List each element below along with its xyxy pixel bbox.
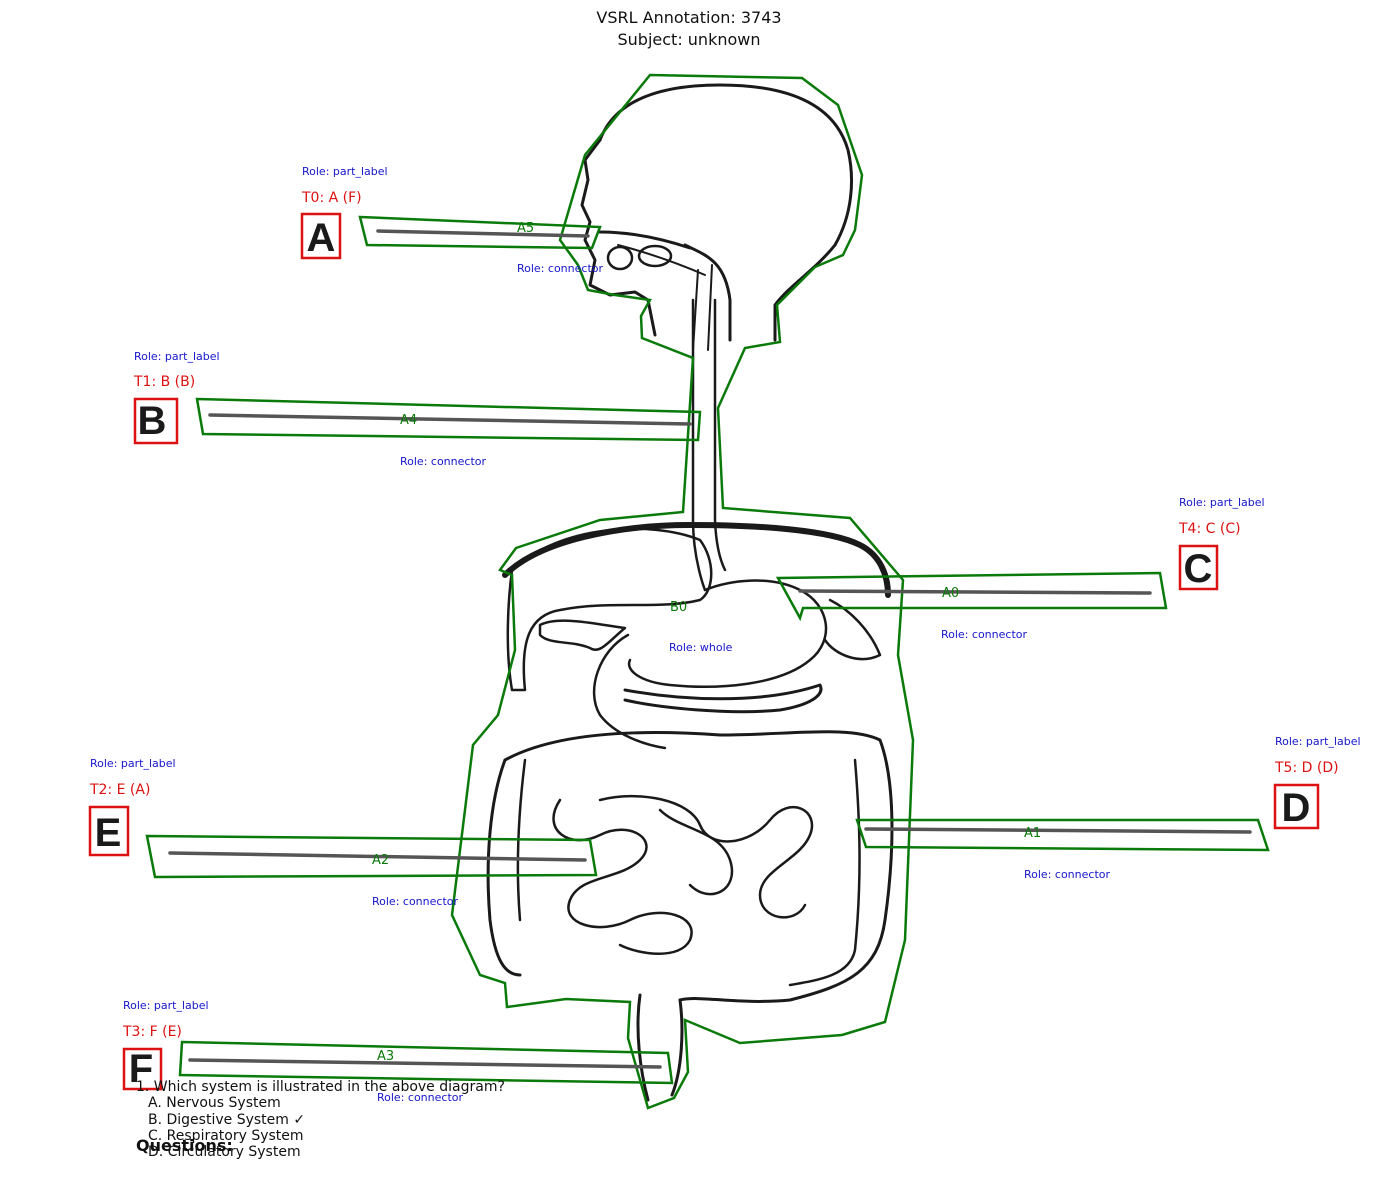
question-option-c: C. Respiratory System — [148, 1127, 304, 1144]
tonsil-right — [637, 244, 673, 268]
liver — [506, 527, 713, 692]
connector-id-a0: A0 — [942, 586, 959, 601]
large-intestine-inner — [516, 758, 861, 987]
whole-role-b0: Role: whole — [669, 641, 733, 654]
large-intestine — [486, 730, 894, 1003]
label-letter-e: E — [95, 811, 122, 855]
question-block: 1. Which system is illustrated in the ab… — [136, 1079, 505, 1160]
connector-id-a1: A1 — [1024, 826, 1041, 841]
connector-line-a2 — [168, 851, 587, 862]
connector-line-a4 — [208, 413, 692, 426]
connector-roles: Role: connector Role: connector Role: co… — [372, 262, 1110, 1104]
duodenum — [592, 633, 667, 750]
connector-role-a0: Role: connector — [941, 628, 1027, 641]
label-tag-t4: T4: C (C) — [1178, 521, 1241, 537]
rectum — [636, 993, 684, 1102]
connector-role-a5: Role: connector — [517, 262, 603, 275]
connector-outline-a2 — [145, 834, 598, 879]
esophagus-right — [713, 298, 727, 572]
connector-role-a4: Role: connector — [400, 455, 486, 468]
palate — [598, 230, 692, 250]
connector-id-a5: A5 — [517, 221, 534, 236]
pancreas — [623, 683, 823, 714]
part-label-boxes — [88, 212, 1320, 1091]
tonsil-left — [606, 245, 634, 271]
label-box-d — [1273, 783, 1320, 830]
label-tag-t3: T3: F (E) — [122, 1024, 182, 1040]
label-letter-a: A — [307, 216, 336, 260]
connector-outline-a1 — [855, 818, 1270, 852]
annotation-subject: Subject: unknown — [617, 30, 761, 49]
connector-lines — [168, 229, 1252, 1069]
question-text: 1. Which system is illustrated in the ab… — [136, 1079, 505, 1095]
gallbladder — [538, 619, 627, 651]
label-letter-b: B — [138, 399, 167, 443]
label-tag-t1: T1: B (B) — [133, 374, 195, 390]
label-box-e — [88, 805, 130, 857]
small-intestine-coils — [552, 794, 814, 955]
annotation-title: VSRL Annotation: 3743 — [596, 8, 782, 27]
label-letter-c: C — [1184, 547, 1213, 591]
connector-outline-a3 — [178, 1040, 674, 1085]
label-tags: T0: A (F) T1: B (B) T4: C (C) T5: D (D) … — [89, 190, 1339, 1040]
label-tag-t2: T2: E (A) — [89, 782, 150, 798]
label-tag-t5: T5: D (D) — [1274, 760, 1339, 776]
annotation-outlines — [145, 73, 1270, 1110]
connector-line-a1 — [864, 827, 1252, 834]
connector-line-a5 — [376, 229, 590, 238]
label-role-t1: Role: part_label — [134, 350, 220, 363]
connector-line-a3 — [188, 1058, 662, 1069]
label-letter-d: D — [1282, 786, 1311, 830]
trachea-right — [707, 264, 713, 351]
label-role-t5: Role: part_label — [1275, 735, 1361, 748]
label-letter-f: F — [129, 1047, 153, 1091]
head-outline — [598, 83, 853, 342]
questions-heading: Questions: — [136, 1136, 233, 1155]
label-roles: Role: part_label Role: part_label Role: … — [90, 165, 1361, 1012]
label-box-c — [1178, 544, 1219, 591]
connector-line-a0 — [798, 589, 1152, 595]
whole-outline-b0 — [450, 73, 915, 1110]
diaphragm — [502, 522, 891, 598]
connector-id-a3: A3 — [377, 1049, 394, 1064]
connector-role-a1: Role: connector — [1024, 868, 1110, 881]
connector-id-a2: A2 — [372, 853, 389, 868]
connector-ids: A5 A4 A0 A1 A2 A3 B0 — [372, 221, 1041, 1064]
question-option-d: D. Circulatory System — [148, 1144, 301, 1161]
label-tag-t0: T0: A (F) — [301, 190, 362, 206]
face-profile — [580, 138, 657, 337]
digestive-system-drawing — [486, 83, 894, 1102]
label-box-a — [300, 212, 342, 260]
connector-outline-a4 — [195, 397, 702, 442]
label-role-t3: Role: part_label — [123, 999, 209, 1012]
connector-outline-a5 — [358, 215, 602, 250]
question-option-a: A. Nervous System — [148, 1095, 281, 1112]
stomach — [627, 579, 828, 688]
part-label-letters: A B C D E F — [95, 216, 1311, 1091]
connector-role-a3: Role: connector — [377, 1091, 463, 1104]
label-role-t2: Role: part_label — [90, 757, 176, 770]
pharynx-front — [683, 243, 732, 342]
label-box-b — [133, 397, 179, 445]
connector-role-a2: Role: connector — [372, 895, 458, 908]
whole-id-b0: B0 — [670, 600, 687, 615]
label-role-t4: Role: part_label — [1179, 496, 1265, 509]
question-option-b: B. Digestive System ✓ — [148, 1111, 306, 1128]
connector-id-a4: A4 — [400, 413, 417, 428]
label-box-f — [122, 1047, 163, 1091]
spleen — [823, 598, 882, 661]
connector-outline-a0 — [775, 571, 1168, 622]
label-role-t0: Role: part_label — [302, 165, 388, 178]
